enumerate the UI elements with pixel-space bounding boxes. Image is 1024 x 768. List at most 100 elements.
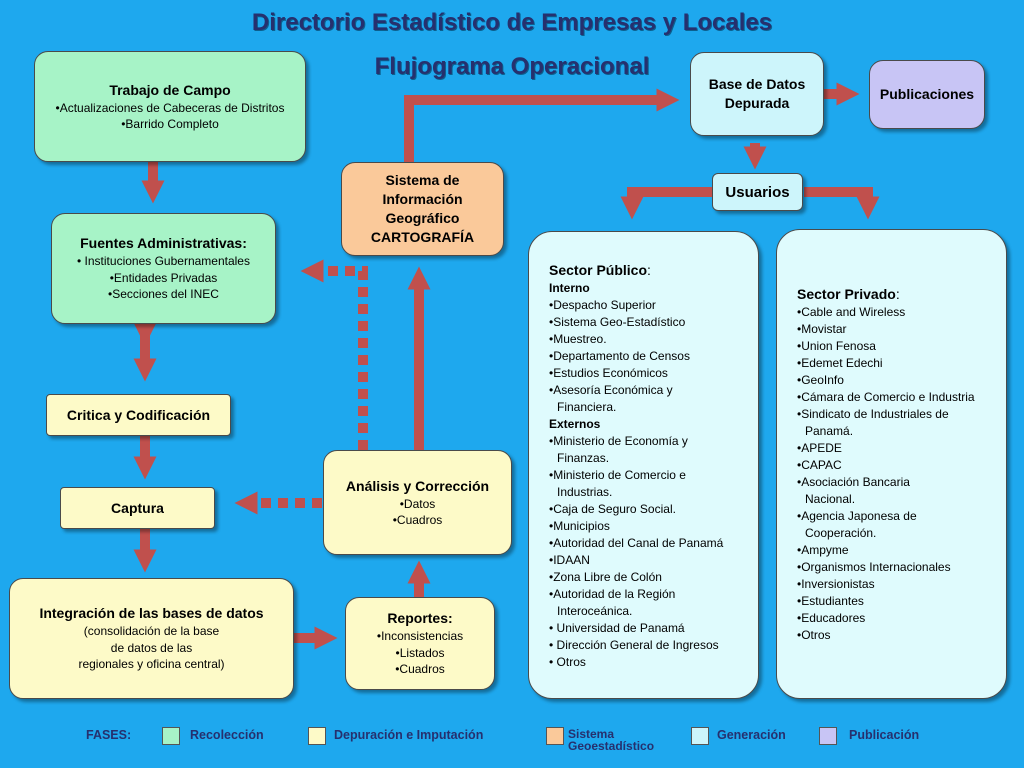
sector-publico-item: •Ministerio de Comercio e: [549, 468, 686, 482]
sig-line: CARTOGRAFÍA: [370, 229, 475, 245]
diagram-subtitle: Flujograma Operacional: [374, 53, 650, 80]
arrow-sig-basedatos: [404, 88, 680, 162]
sector-publico-list: Interno •Despacho Superior •Sistema Geo-Es…: [549, 280, 750, 671]
sector-privado-item: Cooperación.: [805, 526, 877, 540]
integracion-line: regionales y oficina central): [78, 657, 225, 672]
sector-privado-item: •Estudiantes: [797, 594, 864, 608]
sector-publico-item: Interoceánica.: [557, 604, 633, 618]
sector-privado-item: Nacional.: [805, 492, 856, 506]
integracion-line: de datos de las: [110, 640, 193, 655]
sector-privado-item: •Cable and Wireless: [797, 305, 906, 319]
sector-publico-category: Externos: [549, 417, 601, 431]
legend-label-sistema-geoestadistico: Sistema Geoestadístico: [568, 727, 655, 753]
arrow-usuarios-privado: [804, 187, 880, 220]
arrow-analisis-fuentes: [300, 259, 368, 450]
legend-label-recoleccion: Recolección: [190, 728, 264, 742]
reportes-item: •Cuadros: [395, 662, 445, 677]
fuentes-item: •Entidades Privadas: [109, 270, 218, 285]
sector-publico-item: Finanzas.: [557, 451, 610, 465]
integracion-title: Integración de las bases de datos: [39, 605, 264, 622]
sector-publico-item: •Autoridad del Canal de Panamá: [549, 536, 724, 550]
base-datos-line: Depurada: [724, 95, 790, 111]
sector-publico-item: •Asesoría Económica y: [549, 383, 673, 397]
sector-privado-item: •Sindicato de Industriales de: [797, 407, 949, 421]
trabajo-de-campo-item: •Barrido Completo: [121, 117, 219, 131]
sector-publico-item: •Despacho Superior: [549, 298, 656, 312]
sector-privado-item: •GeoInfo: [797, 373, 844, 387]
sector-privado-item: •Ampyme: [797, 543, 849, 557]
box-captura: Captura: [60, 487, 215, 529]
sector-publico-item: •Sistema Geo-Estadístico: [549, 315, 686, 329]
sig-line: Sistema de: [385, 172, 460, 188]
sector-privado-item: •Agencia Japonesa de: [797, 509, 917, 523]
sig-line: Información: [382, 191, 463, 207]
sector-publico-item: • Universidad de Panamá: [549, 621, 685, 635]
reportes-title: Reportes:: [387, 610, 453, 627]
trabajo-de-campo-title: Trabajo de Campo: [109, 81, 231, 98]
diagram-title: Directorio Estadístico de Empresas y Loc…: [251, 9, 773, 36]
analisis-title: Análisis y Corrección: [345, 477, 490, 494]
analisis-item: •Datos: [399, 496, 436, 511]
box-integracion-bases: Integración de las bases de datos (conso…: [9, 578, 294, 699]
legend-swatch-publicacion: [819, 727, 837, 745]
sector-privado-list: •Cable and Wireless •Movistar •Union Fenos…: [797, 304, 998, 644]
reportes-item: •Inconsistencias: [376, 629, 464, 644]
sector-publico-item: •Estudios Económicos: [549, 366, 668, 380]
sector-privado-title-colon: :: [895, 286, 900, 302]
sector-publico-item: •Muestreo.: [549, 332, 607, 346]
sig-line: Geográfico: [385, 210, 460, 226]
reportes-item: •Listados: [395, 645, 445, 660]
legend-swatch-sistema-geoestadistico: [546, 727, 564, 745]
sector-publico-item: •Caja de Seguro Social.: [549, 502, 676, 516]
box-analisis-correccion: Análisis y Corrección •Datos •Cuadros: [323, 450, 512, 555]
legend-label-depuracion: Depuración e Imputación: [334, 728, 484, 742]
sector-privado-title-text: Sector Privado: [797, 286, 896, 302]
legend-label-publicacion: Publicación: [849, 728, 920, 742]
legend-fases-label: FASES:: [86, 728, 132, 742]
sector-publico-item: •Municipios: [549, 519, 610, 533]
sector-privado-item: •CAPAC: [797, 458, 842, 472]
fuentes-title: Fuentes Administrativas:: [80, 235, 247, 252]
sector-privado-item: •Asociación Bancaria: [797, 475, 910, 489]
sector-privado-title: Sector Privado:: [797, 284, 998, 304]
sector-publico-item: • Otros: [549, 655, 586, 669]
base-datos-line: Base de Datos: [708, 76, 806, 92]
legend-swatch-generacion: [691, 727, 709, 745]
analisis-item: •Cuadros: [392, 513, 443, 527]
sector-publico-item: •Departamento de Censos: [549, 349, 690, 363]
legend-swatch-depuracion: [308, 727, 326, 745]
sector-publico-item: Industrias.: [557, 485, 613, 499]
sector-publico-item: •Ministerio de Economía y: [549, 434, 688, 448]
sector-publico-title-colon: :: [647, 262, 651, 278]
sector-privado-item: •Organismos Internacionales: [797, 560, 951, 574]
legend-swatch-recoleccion: [162, 727, 180, 745]
arrow-usuarios-publico: [620, 187, 712, 220]
box-sistema-informacion-geografico: Sistema de Información Geográfico CARTOG…: [341, 162, 504, 256]
sector-publico-title-text: Sector Público: [549, 262, 648, 278]
sector-privado-item: •Union Fenosa: [797, 339, 876, 353]
sector-privado-item: •Edemet Edechi: [797, 356, 883, 370]
box-trabajo-de-campo: Trabajo de Campo •Actualizaciones de Cab…: [34, 51, 306, 162]
box-fuentes-administrativas: Fuentes Administrativas: • Instituciones…: [51, 213, 276, 324]
fuentes-item: • Instituciones Gubernamentales: [77, 254, 250, 269]
sector-privado-item: •Movistar: [797, 322, 847, 336]
sector-privado-item: •Educadores: [797, 611, 866, 625]
sector-publico-category: Interno: [549, 281, 590, 295]
captura-title: Captura: [111, 499, 164, 516]
sector-privado-item: •Otros: [797, 628, 831, 642]
sector-publico-title: Sector Público:: [549, 260, 750, 280]
trabajo-de-campo-item: •Actualizaciones de Cabeceras de Distrit…: [55, 100, 285, 115]
sector-publico-item: •IDAAN: [549, 553, 590, 567]
box-base-de-datos-depurada: Base de Datos Depurada: [690, 52, 824, 136]
sector-publico-item: Financiera.: [557, 400, 617, 414]
fuentes-item: •Secciones del INEC: [108, 287, 219, 302]
box-sector-publico: Sector Público: Interno •Despacho Superio…: [528, 231, 759, 699]
box-reportes: Reportes: •Inconsistencias •Listados •Cu…: [345, 597, 495, 690]
publicaciones-title: Publicaciones: [879, 86, 975, 102]
box-sector-privado: Sector Privado: •Cable and Wireless •Movi…: [776, 229, 1007, 699]
sector-publico-item: • Dirección General de Ingresos: [549, 638, 719, 652]
sector-privado-item: •Cámara de Comercio e Industria: [797, 390, 975, 404]
sector-publico-item: •Zona Libre de Colón: [549, 570, 662, 584]
integracion-line: (consolidación de la base: [83, 624, 220, 639]
